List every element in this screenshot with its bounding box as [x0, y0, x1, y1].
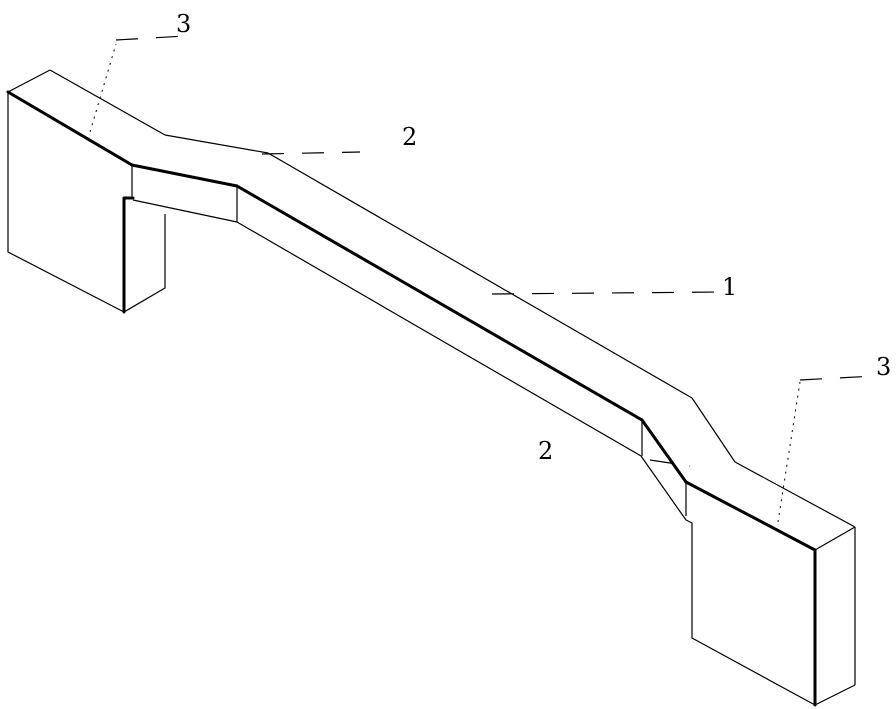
label-end-block-left: 3: [176, 10, 191, 38]
label-end-block-right: 3: [876, 353, 891, 381]
left-transition: [130, 134, 269, 223]
label-transition-upper: 2: [402, 123, 417, 151]
right-transition: [640, 397, 736, 521]
left-end-block: [6, 69, 166, 314]
label-bar-middle: 1: [722, 273, 737, 301]
leader-lines: [89, 35, 876, 523]
middle-bar: [235, 152, 693, 457]
label-transition-lower: 2: [538, 437, 553, 465]
right-end-block: [684, 461, 856, 707]
